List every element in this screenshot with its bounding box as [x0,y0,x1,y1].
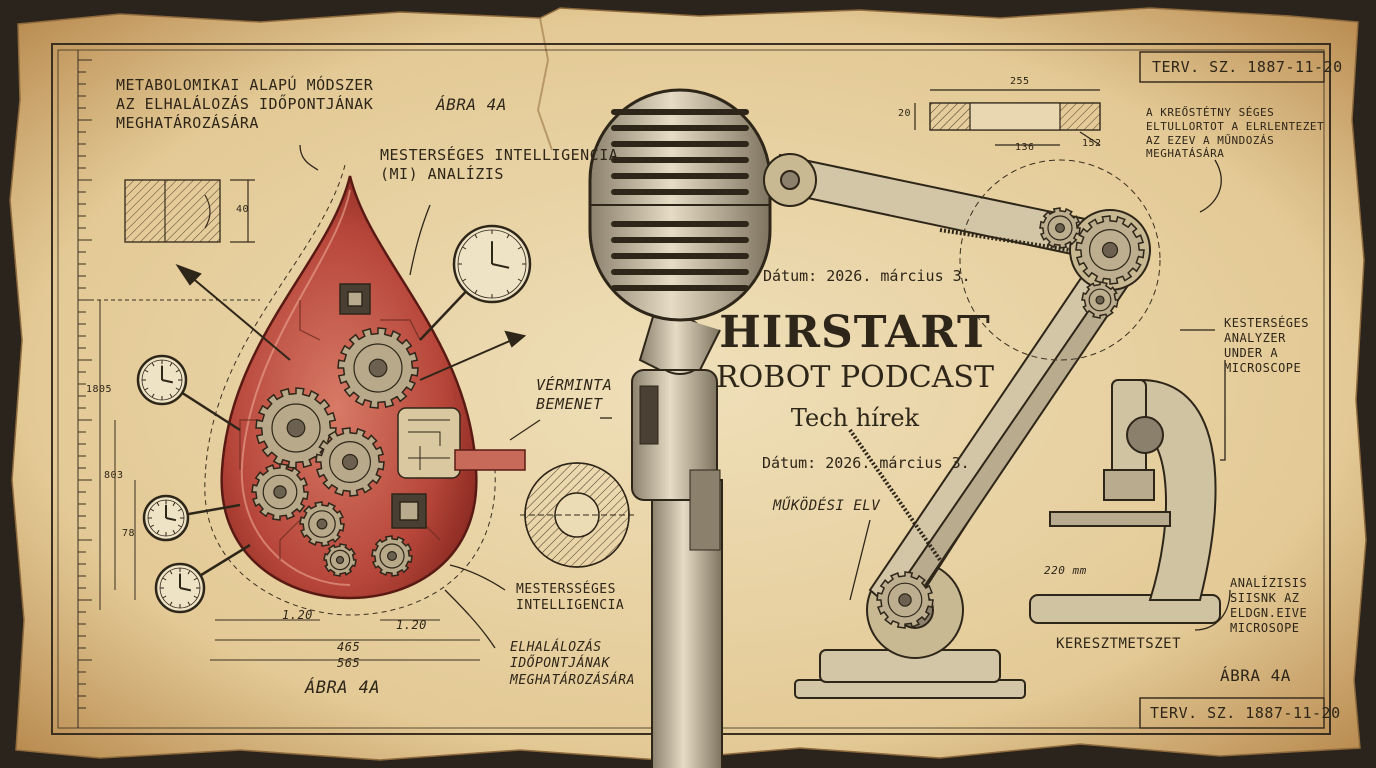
washer-section [520,462,634,568]
paper-tear [536,17,553,151]
chip [339,283,427,529]
label-figure-bottom-left: ÁBRA 4A [305,678,381,698]
dim-78: 78 [122,528,136,539]
label-ai-bottom: MESTERSSÉGES INTELLIGENCIA [516,582,625,614]
dim-220mm: 220 mm [1044,564,1087,577]
gauges [136,224,532,614]
gear-icon [255,387,337,469]
microscope [1029,378,1221,624]
gear-icon [371,535,413,577]
hatched-block [124,179,255,243]
gauge-icon [154,543,251,614]
gear-icon [323,543,357,577]
label-cross-section: KERESZTMETSZET [1056,636,1182,652]
gauge-icon [136,354,241,432]
note-right-bottom: ANALÍZISIS SIISNK AZ ELDGN.EIVE MICROSOP… [1230,576,1308,635]
gear-icon [337,327,419,409]
arm-gears [876,207,1145,629]
dim-120-b: 1.20 [396,618,427,632]
label-figure-bottom-right: ÁBRA 4A [1220,666,1291,685]
dim-565: 565 [337,656,361,670]
label-ref-top: TERV. SZ. 1887-11-20 [1152,58,1343,76]
podcast-subtitle: ROBOT PODCAST [716,360,994,395]
note-right-mid: KESTERSÉGES ANALYZER UNDER A MICROSCOPE [1224,316,1309,375]
label-ref-bottom: TERV. SZ. 1887-11-20 [1150,704,1341,722]
label-working-principle: MŰKÖDÉSI ELV [773,498,881,514]
gears-cluster [251,327,419,577]
gear-icon [1081,281,1119,319]
dim-803: 803 [104,470,124,481]
gear-icon [876,571,934,629]
gear-icon [251,463,309,521]
dim-120-a: 1.20 [282,608,313,622]
gear-icon [299,501,345,547]
label-blood-input: VÉRMINTA BEMENET [536,376,613,413]
label-ai-analysis: MESTERSÉGES INTELLIGENCIA (MI) ANALÍZIS [380,146,619,183]
gear-icon [1075,215,1145,285]
dim-255: 255 [1010,76,1030,87]
date-bottom: Dátum: 2026. március 3. [762,454,970,472]
dim-136: 136 [1015,142,1035,153]
gauge-icon [419,224,532,341]
podcast-tagline: Tech hírek [790,404,920,432]
dim-1805: 1805 [86,384,113,395]
dim-40: 40 [236,204,250,215]
left-ruler [77,50,92,728]
microphone [588,88,772,768]
dim-20: 20 [898,108,912,119]
label-death-time: ELHALÁLOZÁS IDŐPONTJÁNAK MEGHATÁROZÁSÁRA [510,640,635,688]
date-top: Dátum: 2026. március 3. [763,267,971,285]
note-right-top: A KREŐSTÉTNY SÉGES ELTULLORTOT A ELRLENT… [1146,106,1325,161]
podcast-title: HIRSTART [719,307,991,358]
gear-icon [1039,207,1081,249]
label-metabolomic: METABOLOMIKAI ALAPÚ MÓDSZER AZ ELHALÁLOZ… [116,76,374,132]
gauge-icon [142,494,241,542]
dim-152: 152 [1082,138,1102,149]
gear-icon [315,427,385,497]
dim-465: 465 [337,640,361,654]
dimension-drawing [914,89,1101,146]
label-figure-top: ÁBRA 4A [436,95,507,114]
